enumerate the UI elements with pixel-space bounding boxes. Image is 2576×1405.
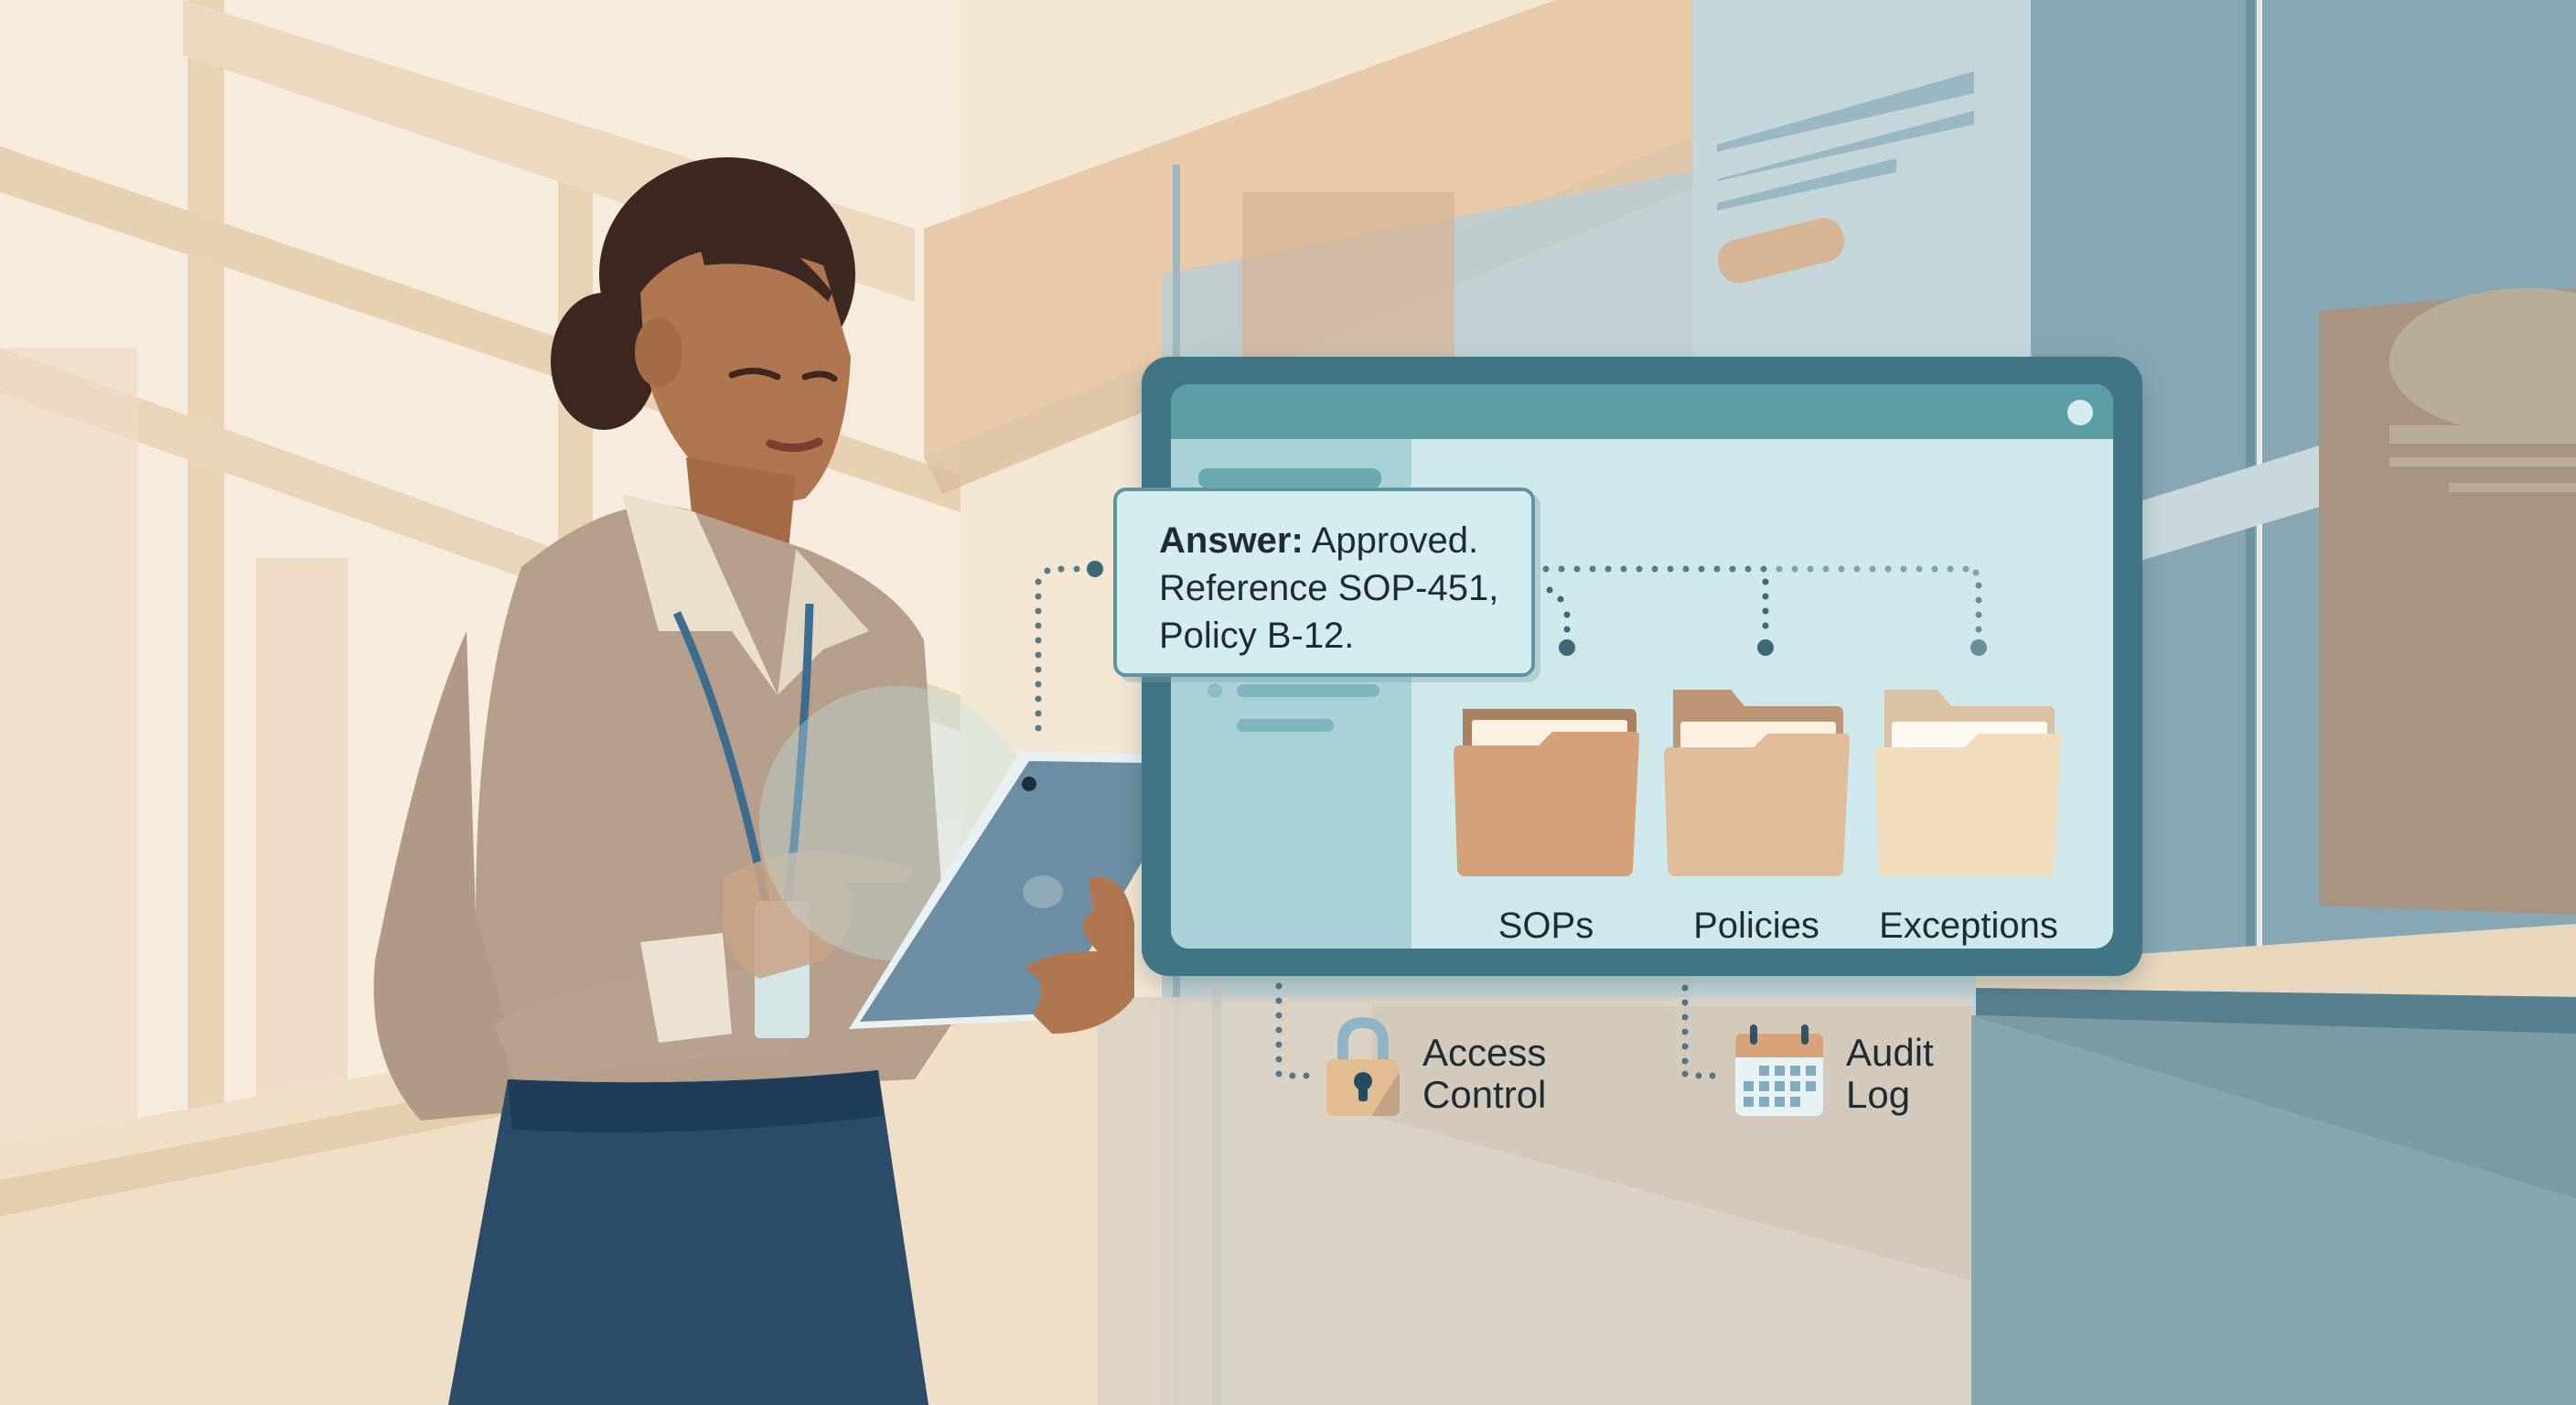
access-control-feature[interactable] bbox=[1325, 1016, 1401, 1124]
folder-icon bbox=[1454, 709, 1640, 876]
folder-icon bbox=[1875, 690, 2062, 876]
answer-line-2: Reference SOP-451, bbox=[1159, 568, 1499, 608]
sidebar-item-bullet bbox=[1208, 683, 1222, 698]
lock-icon bbox=[1326, 1016, 1400, 1116]
tablet-device bbox=[849, 752, 1206, 1034]
window-control-button[interactable] bbox=[2067, 400, 2093, 425]
answer-line-3: Policy B-12. bbox=[1159, 616, 1355, 656]
folder-label-policies: Policies bbox=[1693, 906, 1819, 946]
answer-label: Answer: bbox=[1159, 520, 1304, 561]
folder-icon bbox=[1664, 690, 1851, 876]
answer-line-1: Answer: Approved. bbox=[1159, 517, 1531, 564]
connector-lines bbox=[1035, 561, 1716, 1079]
audit-log-label: Audit Log bbox=[1846, 1031, 1934, 1116]
access-control-label: Access Control bbox=[1422, 1031, 1547, 1116]
sidebar-item-1[interactable] bbox=[1237, 684, 1379, 697]
folder-policies[interactable] bbox=[1662, 688, 1852, 876]
sidebar-item-2[interactable] bbox=[1237, 719, 1334, 732]
calendar-icon bbox=[1735, 1024, 1823, 1116]
window-titlebar bbox=[1171, 384, 2113, 439]
sidebar-header-bar bbox=[1198, 468, 1381, 488]
folder-label-exceptions: Exceptions bbox=[1879, 906, 2058, 946]
audit-log-feature[interactable] bbox=[1733, 1024, 1825, 1122]
woman-figure bbox=[373, 157, 1034, 1405]
folder-sops[interactable] bbox=[1452, 700, 1642, 878]
answer-status: Approved. bbox=[1311, 520, 1479, 561]
folder-exceptions[interactable] bbox=[1873, 688, 2064, 876]
answer-callout: Answer: Approved. Reference SOP-451, Pol… bbox=[1113, 488, 1535, 677]
folder-label-sops: SOPs bbox=[1497, 906, 1594, 946]
